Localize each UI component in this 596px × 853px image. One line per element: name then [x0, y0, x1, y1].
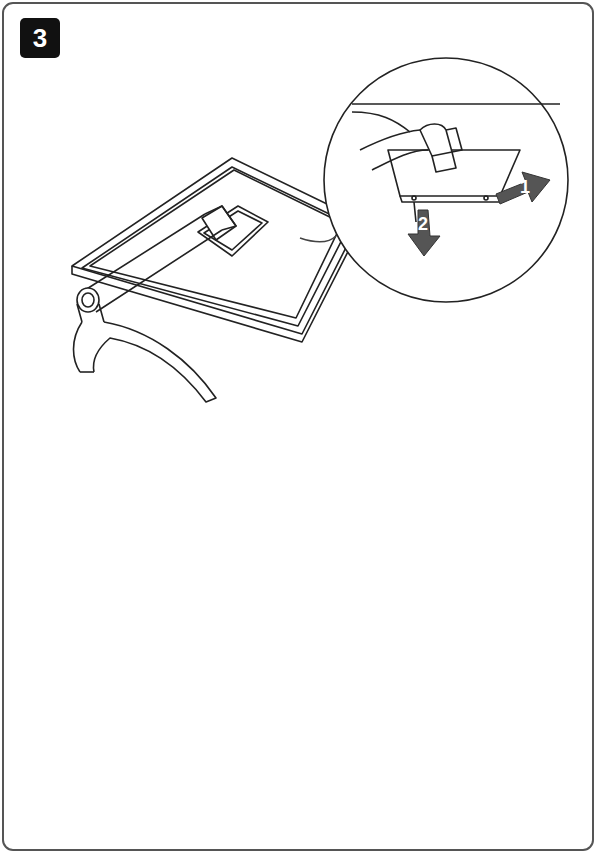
page-frame [3, 3, 593, 850]
detail-inset [324, 58, 568, 302]
step-number: 3 [20, 18, 60, 58]
monitor-drawing [72, 158, 360, 402]
callout-number: 2 [413, 215, 433, 233]
direction-arrow [496, 172, 550, 204]
direction-arrow [408, 210, 440, 256]
callout-number: 1 [515, 178, 535, 196]
